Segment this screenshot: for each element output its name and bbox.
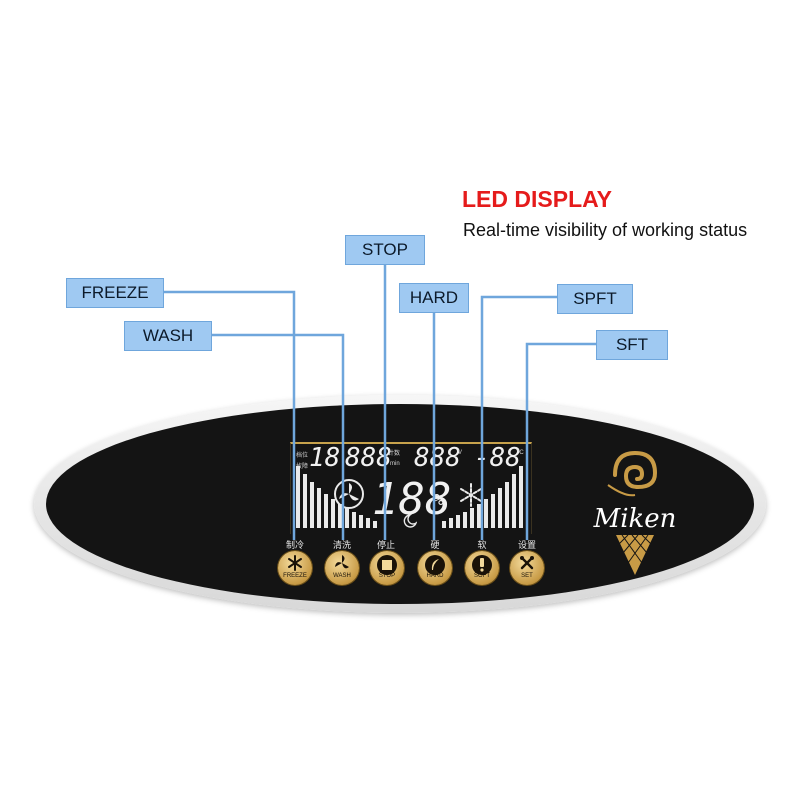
lcd-digits-voltage: 888 — [414, 443, 461, 473]
button-label-soft: 软 — [477, 540, 487, 550]
waffle-cone-icon — [616, 534, 654, 575]
button-label-set: 设置 — [517, 540, 536, 550]
miken-logo: Miken — [593, 450, 677, 575]
button-label-wash: 清洗 — [332, 540, 351, 550]
callout-spft: SPFT — [557, 284, 633, 314]
tools-icon — [520, 556, 534, 570]
stop-button-caption: STOP — [378, 573, 396, 579]
led-display-subtitle: Real-time visibility of working status — [463, 220, 748, 240]
logo-text: Miken — [593, 504, 677, 534]
set-button-caption: SET — [521, 573, 533, 579]
hard-button[interactable]: HARD — [418, 551, 452, 585]
ice-cream-swirl-icon — [607, 450, 658, 497]
button-label-stop: 停止 — [376, 540, 395, 550]
callout-wash: WASH — [124, 321, 212, 351]
callout-sft: SFT — [596, 330, 668, 360]
hard-icon-bg — [425, 555, 445, 575]
wash-button-caption: WASH — [333, 573, 351, 579]
callout-freeze: FREEZE — [66, 278, 164, 308]
fan-icon — [335, 555, 349, 569]
freeze-button-caption: FREEZE — [283, 573, 307, 579]
callout-hard: HARD — [399, 283, 469, 313]
lcd-label-min: min — [390, 461, 400, 467]
freeze-button[interactable]: FREEZE — [278, 551, 312, 585]
lcd-label-gear: 档位 — [296, 453, 309, 459]
exclamation-icon — [480, 558, 484, 572]
stop-button[interactable]: STOP — [370, 551, 404, 585]
callout-stop: STOP — [345, 235, 425, 265]
wash-button[interactable]: WASH — [325, 551, 359, 585]
stop-square-icon — [382, 560, 392, 570]
lcd-label-celsius: °C — [517, 450, 524, 456]
lcd-label-volt: V — [458, 450, 463, 456]
soft-button-caption: SOFT — [474, 573, 490, 579]
lcd-snowflake-icon — [460, 483, 482, 507]
hard-button-caption: HARD — [426, 573, 444, 579]
lcd-moon-icon — [403, 514, 417, 528]
button-label-hard: 硬 — [430, 540, 440, 550]
led-display-title: LED DISPLAY — [462, 186, 612, 212]
lcd-label-count: 计数 — [388, 451, 401, 457]
feather-icon — [431, 559, 439, 570]
lcd-fan-icon — [334, 479, 364, 509]
button-label-freeze: 制冷 — [285, 540, 304, 550]
soft-button[interactable]: SOFT — [465, 551, 499, 585]
snowflake-icon — [288, 555, 302, 571]
lcd-percent-sign: % — [434, 490, 444, 509]
set-button[interactable]: SET — [510, 551, 544, 585]
